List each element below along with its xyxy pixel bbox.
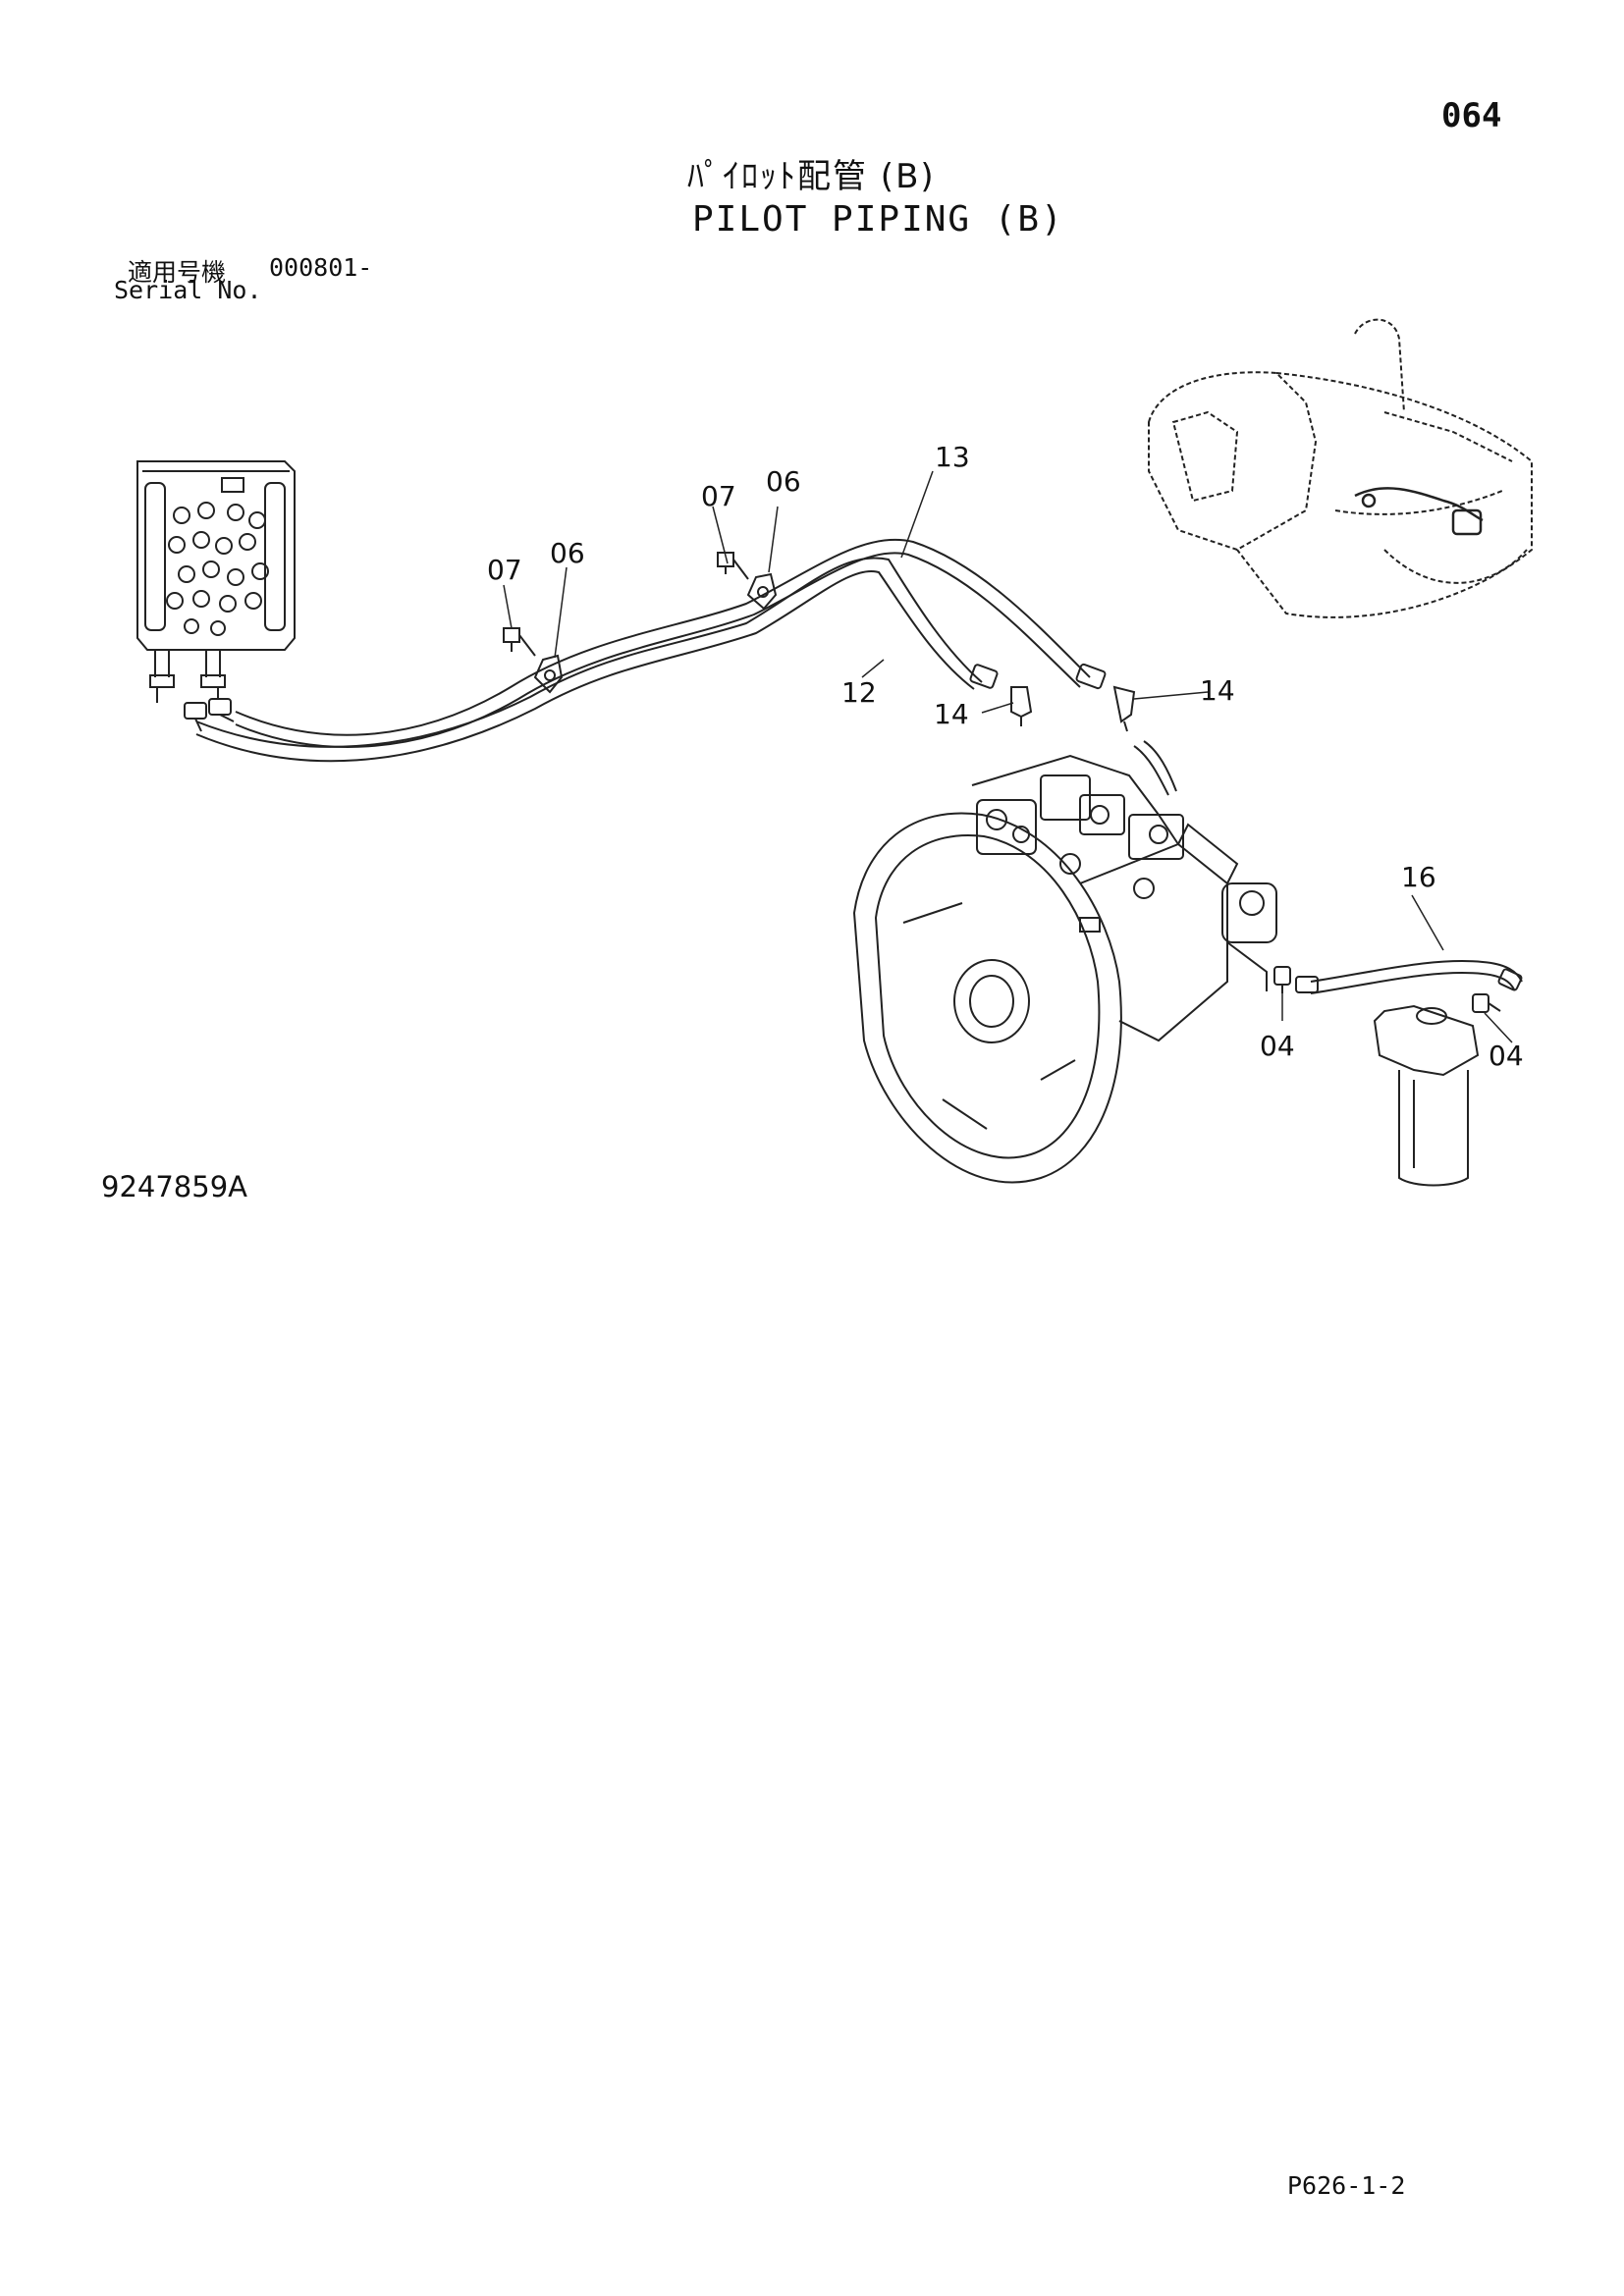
page-code: P626-1-2: [1287, 2171, 1406, 2200]
bolt-07-left: [503, 627, 536, 657]
excavator-pilot-lines-highlight: [1354, 487, 1484, 536]
pilot-hose-12: [195, 557, 983, 763]
callout-04-right: 04: [1489, 1040, 1524, 1072]
callout-14-left: 14: [934, 698, 969, 730]
clamp-06-left: [533, 654, 564, 694]
clamp-06-right: [746, 572, 778, 611]
callout-14-right: 14: [1200, 674, 1235, 707]
title-japanese: ﾊﾟｲﾛｯﾄ配管 (B): [687, 157, 936, 196]
bolt-07-right: [717, 552, 749, 580]
hose-end-fittings: [969, 663, 1107, 690]
callout-12: 12: [841, 676, 877, 709]
elbow-14-right: [1112, 685, 1136, 732]
callout-07-left: 07: [487, 554, 522, 586]
serial-label-english: Serial No.: [114, 276, 262, 304]
pilot-hose-13: [235, 538, 1091, 748]
callout-04-left: 04: [1260, 1030, 1295, 1062]
valve-fittings: [184, 698, 235, 732]
callout-06-left: 06: [550, 537, 585, 569]
page-number: 064: [1441, 96, 1502, 135]
fitting-04-right: [1472, 993, 1501, 1013]
leader-lines: [503, 470, 1513, 1043]
serial-value: 000801-: [269, 253, 373, 282]
pilot-filter-drawing: [1373, 1004, 1480, 1187]
excavator-overview-drawing: [1148, 318, 1533, 618]
control-valve-drawing: [136, 460, 296, 703]
pilot-hose-16: [1295, 960, 1523, 994]
drawing-number: 9247859A: [101, 1170, 247, 1203]
hydraulic-pump-drawing: [852, 740, 1277, 1184]
fitting-04-left: [1273, 966, 1291, 993]
callout-06-right: 06: [766, 465, 801, 498]
elbow-14-left: [1010, 686, 1033, 726]
callout-07-right: 07: [701, 480, 736, 512]
title-english: PILOT PIPING (B): [692, 199, 1064, 240]
callout-16: 16: [1401, 861, 1436, 893]
callout-13: 13: [935, 441, 970, 473]
serial-label-japanese: 適用号機: [128, 258, 227, 287]
